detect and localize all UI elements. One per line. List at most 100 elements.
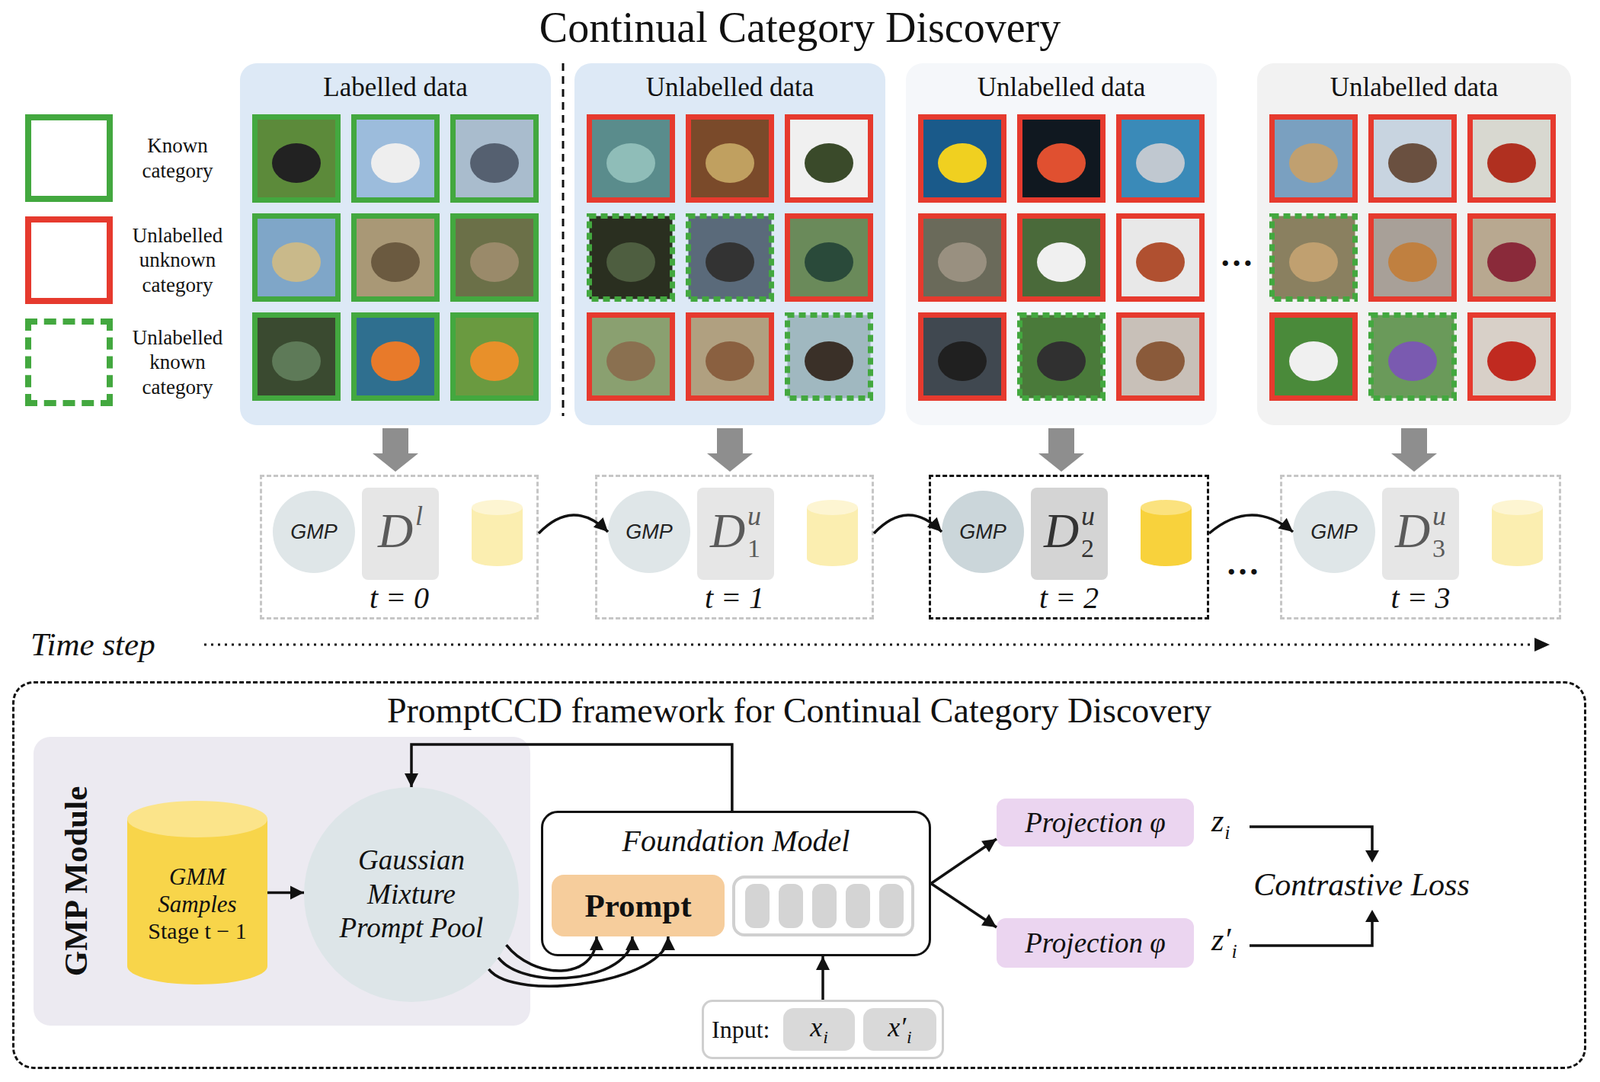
label-wrap: z	[1211, 804, 1224, 837]
token	[778, 883, 804, 928]
photo-subject	[1036, 242, 1086, 282]
arrowhead	[927, 517, 942, 532]
photo-tile	[1020, 315, 1104, 399]
photo-subject	[804, 242, 854, 282]
label-wrap: i	[1224, 822, 1230, 843]
memory-cylinder-top	[471, 499, 523, 516]
dataset-symbol: D	[710, 506, 746, 556]
connector-line	[488, 936, 669, 986]
memory-cylinder	[806, 507, 858, 567]
legend-text-wrap: Unlabelled known category	[120, 325, 235, 400]
gmp-circle: GMP	[1292, 490, 1376, 573]
legend-swatch	[25, 216, 113, 304]
loss-arrowhead	[1365, 909, 1380, 922]
time-axis	[204, 643, 1536, 647]
superscript: u	[1081, 502, 1095, 530]
photo-subject	[937, 341, 987, 381]
data-panel: Unlabelled data	[1257, 63, 1572, 426]
math-subscript: i	[1224, 822, 1230, 843]
connector	[505, 936, 604, 971]
photo-tile	[255, 216, 339, 300]
photo-subject	[1388, 242, 1437, 282]
photo-subject	[272, 143, 321, 183]
prompt-box: Prompt	[551, 874, 725, 937]
panel-heading: Unlabelled data	[905, 63, 1217, 103]
dataset-symbol: D	[1395, 506, 1431, 556]
photo-tile	[1371, 216, 1455, 300]
arrowhead	[404, 773, 419, 788]
photo-subject	[371, 143, 420, 183]
photo-tile	[1272, 216, 1356, 300]
photo-subject	[705, 341, 755, 381]
index-group: u1	[747, 502, 762, 562]
ellipsis: …	[1219, 238, 1254, 272]
index-group: u3	[1432, 502, 1447, 562]
token	[812, 883, 837, 928]
connector	[404, 744, 733, 811]
photo-tile	[921, 117, 1005, 201]
loss-arrowhead	[1365, 850, 1380, 863]
panel-heading: Unlabelled data	[1257, 63, 1572, 103]
data-panel: Labelled data	[240, 63, 551, 426]
input-box: Input:xix′i	[701, 999, 944, 1060]
projection-label: Projection φ	[1024, 928, 1166, 957]
module-label: GMP Module	[59, 786, 93, 977]
token	[879, 883, 904, 928]
photo-tile	[589, 315, 673, 399]
pool-label: Gaussian Mixture Prompt Pool	[329, 843, 494, 945]
math-subscript: i	[822, 1027, 829, 1047]
cylinder-title: GMM Samples	[147, 863, 247, 918]
photo-tile	[453, 117, 537, 201]
gmp-circle: GMP	[941, 490, 1024, 573]
photo-tile	[1371, 315, 1455, 399]
connector	[707, 428, 753, 472]
photo-subject	[804, 341, 854, 381]
photo-subject	[937, 242, 987, 282]
photo-subject	[1388, 341, 1437, 381]
memory-cylinder	[471, 507, 523, 567]
connector	[1391, 428, 1437, 472]
math-symbol: z	[1211, 804, 1224, 837]
photo-tile	[354, 216, 438, 300]
gmp-label: GMP	[625, 521, 673, 543]
index-group: l	[415, 502, 423, 562]
model-box: Foundation ModelPrompt	[540, 810, 932, 957]
cylinder-body	[127, 819, 268, 985]
index-group: u2	[1081, 502, 1095, 562]
panel-heading: Labelled data	[240, 63, 551, 103]
photo-tile	[787, 216, 871, 300]
photo-subject	[371, 341, 420, 381]
photo-tile	[688, 315, 772, 399]
projection-box: Projection φ	[996, 918, 1194, 968]
legend-text-wrap: Unlabelled unknown category	[120, 223, 235, 298]
photo-subject	[1487, 242, 1536, 282]
cylinder-subtitle: Stage t − 1	[147, 917, 247, 945]
connector-line	[267, 891, 304, 895]
axis-label: Time step	[30, 626, 156, 663]
photo-tile	[688, 216, 772, 300]
math-symbol: z′	[1211, 923, 1232, 956]
label-wrap: Contrastive Loss	[1253, 867, 1470, 903]
photo-subject	[1487, 341, 1536, 381]
connector	[816, 956, 830, 1000]
prompt-pool-circle: Gaussian Mixture Prompt Pool	[304, 787, 519, 1002]
connector-line	[498, 936, 633, 979]
gmp-circle: GMP	[608, 490, 691, 573]
photo-subject	[470, 143, 519, 183]
arrowhead	[625, 936, 640, 951]
superscript: u	[747, 502, 762, 530]
math-symbol: x′	[887, 1011, 906, 1043]
photo-subject	[1136, 143, 1185, 183]
legend-swatch	[25, 318, 113, 407]
photo-tile	[1119, 315, 1203, 399]
framework-title: PromptCCD framework for Continual Catego…	[14, 683, 1584, 732]
math-subscript: i	[1232, 941, 1238, 962]
photo-subject	[1136, 242, 1185, 282]
connector-line	[1209, 515, 1293, 534]
stage-label: t = 3	[1390, 582, 1450, 614]
connector	[931, 883, 997, 928]
photo-tile	[1020, 117, 1104, 201]
block-arrow	[1038, 428, 1085, 472]
